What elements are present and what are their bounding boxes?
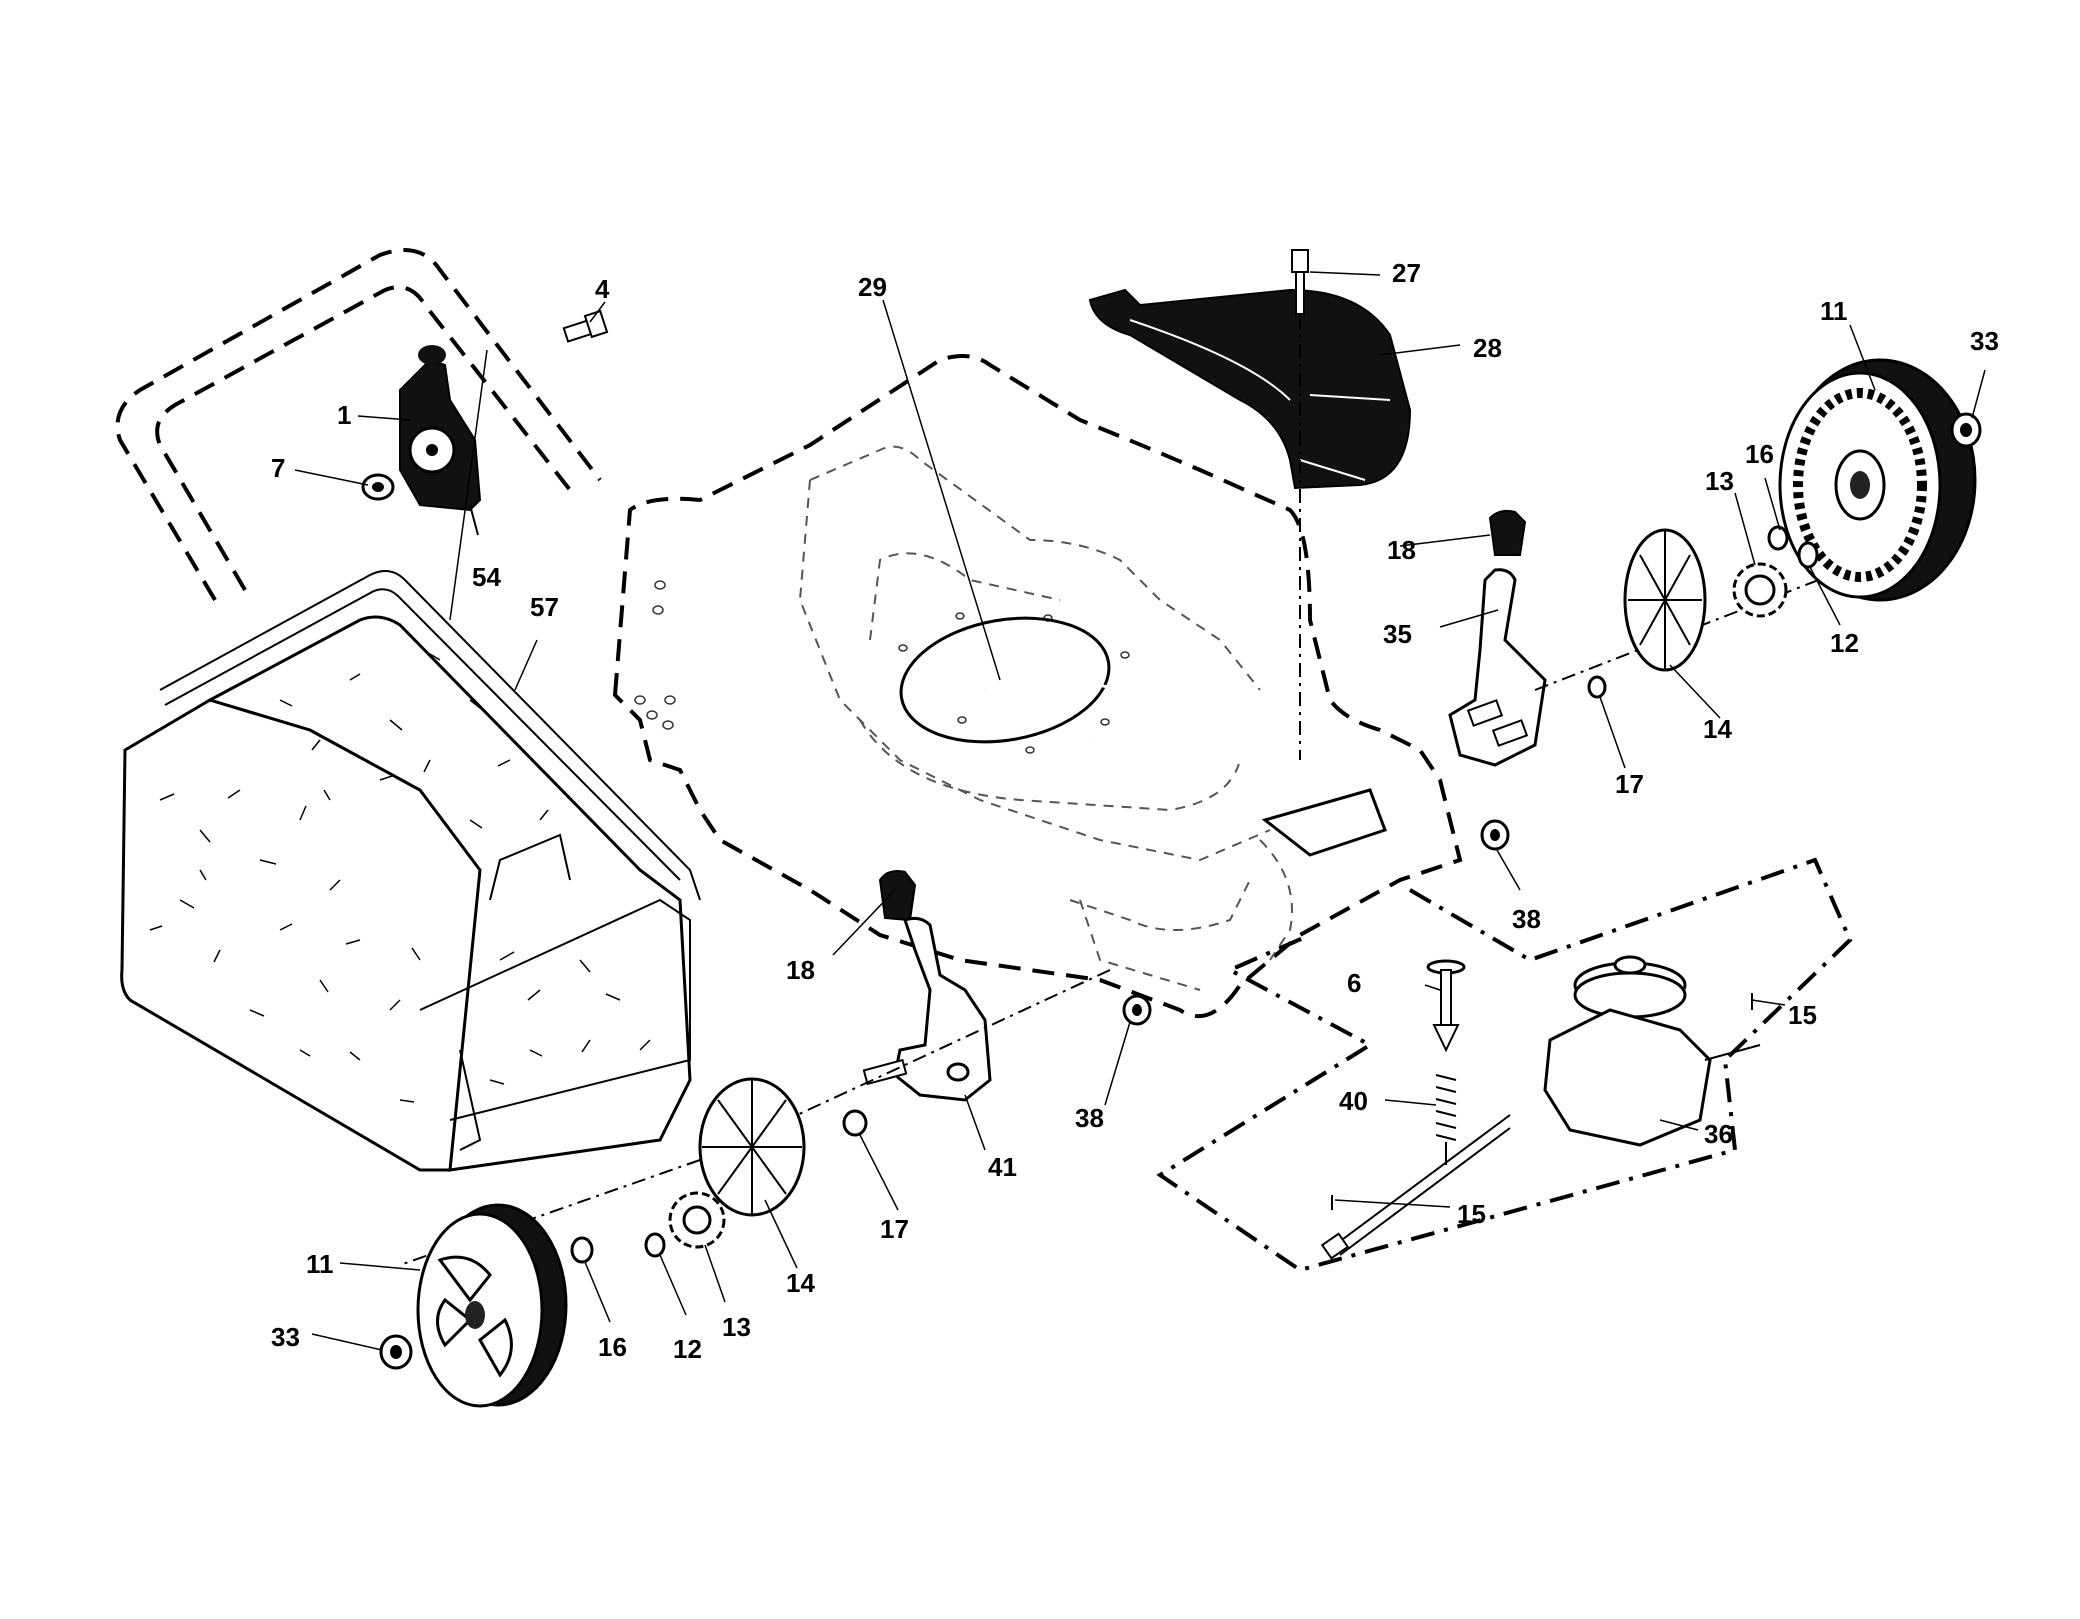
- transmission-36: [1320, 955, 1761, 1260]
- callout-29: 29: [858, 272, 887, 302]
- callout-6: 6: [1347, 968, 1361, 998]
- callout-7: 7: [271, 453, 285, 483]
- callout-12-left: 12: [673, 1334, 702, 1364]
- rear-cover: [1088, 288, 1412, 490]
- transmission-group-outline: [1156, 857, 1853, 1273]
- callout-11-left: 11: [306, 1249, 334, 1279]
- rear-wheel-left: [416, 1203, 568, 1408]
- nut-38-left: [1122, 994, 1152, 1026]
- hubcap-14-left: [698, 1077, 806, 1217]
- nut-38-right: [1480, 819, 1510, 851]
- bolt-4: [562, 309, 609, 343]
- callout-38-left: 38: [1075, 1103, 1104, 1133]
- gear-13-left: [668, 1191, 726, 1249]
- callout-33-left: 33: [271, 1322, 300, 1352]
- callout-18-left: 18: [786, 955, 815, 985]
- rear-wheel-right: [1778, 358, 1977, 602]
- callout-15-top: 15: [1788, 1000, 1817, 1030]
- pin-6: [1426, 959, 1466, 1053]
- callout-41: 41: [988, 1152, 1017, 1182]
- callout-18-right: 18: [1387, 535, 1416, 565]
- callout-54: 54: [472, 562, 501, 592]
- callout-1: 1: [337, 400, 351, 430]
- washer-17-right: [1587, 675, 1607, 699]
- leader-lines: [294, 271, 1986, 1351]
- callout-27: 27: [1392, 258, 1421, 288]
- callout-11-right: 11: [1820, 296, 1848, 326]
- callout-12-right: 12: [1830, 628, 1859, 658]
- nut-33-right: [1950, 412, 1982, 448]
- mower-deck: [612, 354, 1463, 1019]
- drive-control-bail: [980, 660, 1412, 857]
- grass-catcher: [120, 570, 701, 1172]
- nut-7: [361, 473, 395, 501]
- callout-4: 4: [595, 274, 610, 304]
- washer-16-left: [570, 1236, 594, 1264]
- bolt-27: [1291, 249, 1309, 315]
- ring-12-right: [1797, 541, 1819, 569]
- height-adjuster-left: [862, 870, 992, 1102]
- callout-36: 36: [1704, 1119, 1733, 1149]
- height-adjuster-lever: [399, 345, 482, 536]
- gear-13-right: [1732, 562, 1788, 618]
- nut-33-left: [379, 1334, 413, 1370]
- hubcap-14-right: [1623, 528, 1707, 672]
- callout-16-right: 16: [1745, 439, 1774, 469]
- callout-13-right: 13: [1705, 466, 1734, 496]
- callout-15-bottom: 15: [1457, 1199, 1486, 1229]
- callout-16-left: 16: [598, 1332, 627, 1362]
- callouts: 4 1 7 54 57 29 27 28 11 33 16 13 18 35 1…: [271, 258, 1999, 1364]
- spring-40: [1435, 1074, 1457, 1165]
- callout-17-right: 17: [1615, 769, 1644, 799]
- callout-33-right: 33: [1970, 326, 1999, 356]
- washer-17-left: [842, 1109, 868, 1137]
- ring-12-left: [644, 1232, 666, 1258]
- callout-17-left: 17: [880, 1214, 909, 1244]
- handle-outline: [115, 248, 602, 602]
- callout-13-left: 13: [722, 1312, 751, 1342]
- callout-14-right: 14: [1703, 714, 1732, 744]
- callout-38-right: 38: [1512, 904, 1541, 934]
- callout-40: 40: [1339, 1086, 1368, 1116]
- callout-35: 35: [1383, 619, 1412, 649]
- callout-14-left: 14: [786, 1268, 815, 1298]
- washer-16-right: [1767, 525, 1789, 551]
- height-adjuster-right: [1448, 509, 1547, 767]
- left-axle-axis: [699, 969, 1111, 1161]
- callout-57: 57: [530, 592, 559, 622]
- callout-28: 28: [1473, 333, 1502, 363]
